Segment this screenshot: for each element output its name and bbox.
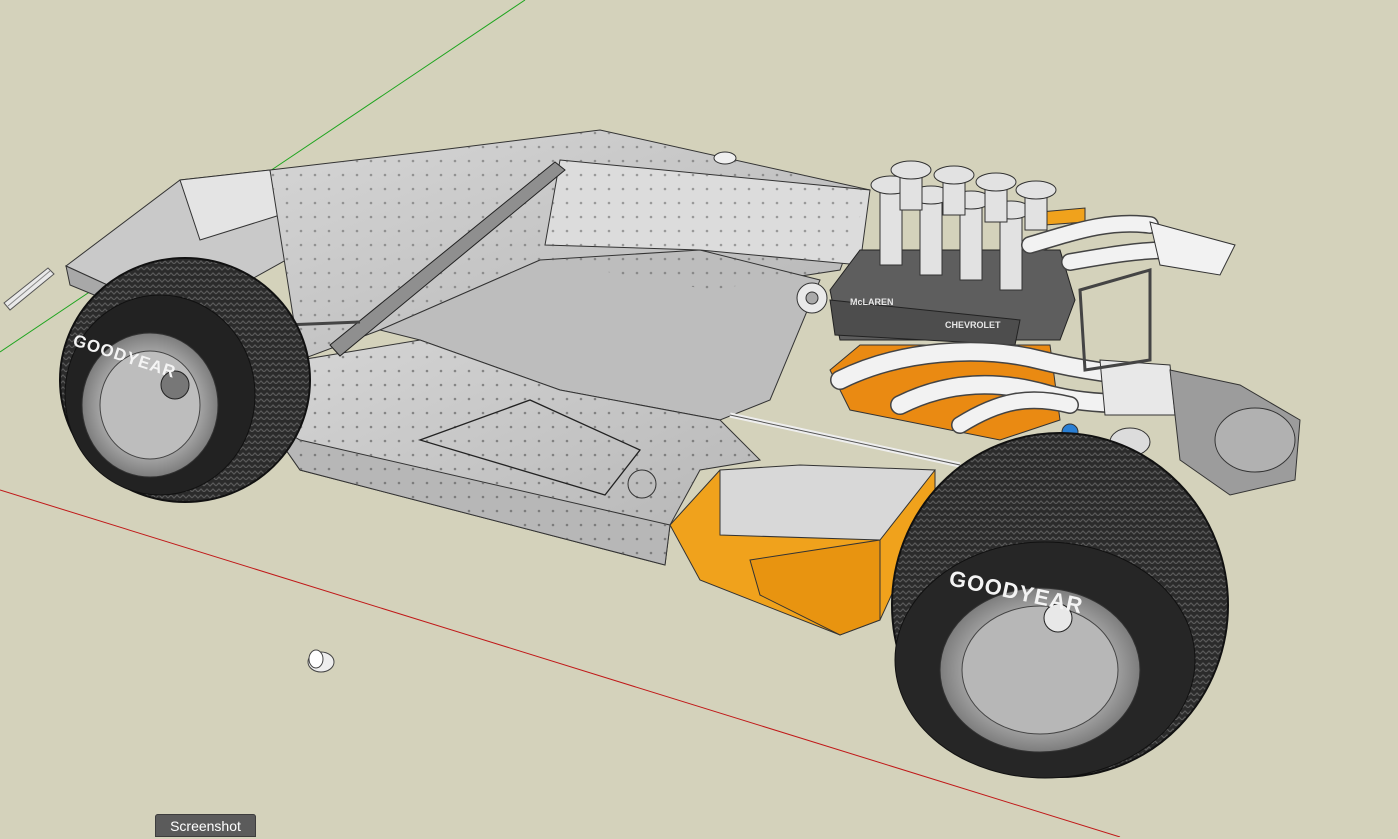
- engine-label-chevrolet: CHEVROLET: [945, 320, 1001, 330]
- rear-wheel[interactable]: GOODYEAR: [891, 432, 1229, 779]
- rod-part[interactable]: [3, 267, 55, 311]
- exhaust-collector-lower[interactable]: [1099, 359, 1176, 416]
- orange-side-pod[interactable]: [669, 207, 1086, 636]
- loose-part-cylinder[interactable]: [307, 649, 335, 673]
- exhaust-megaphone-upper[interactable]: [1149, 221, 1236, 276]
- engine-label-mclaren: McLAREN: [850, 297, 894, 307]
- front-wheel[interactable]: GOODYEAR: [59, 257, 311, 503]
- transaxle-gearbox[interactable]: [1061, 268, 1301, 496]
- scene-tab-screenshot[interactable]: Screenshot: [155, 814, 256, 837]
- red-axis-line: [0, 489, 1121, 837]
